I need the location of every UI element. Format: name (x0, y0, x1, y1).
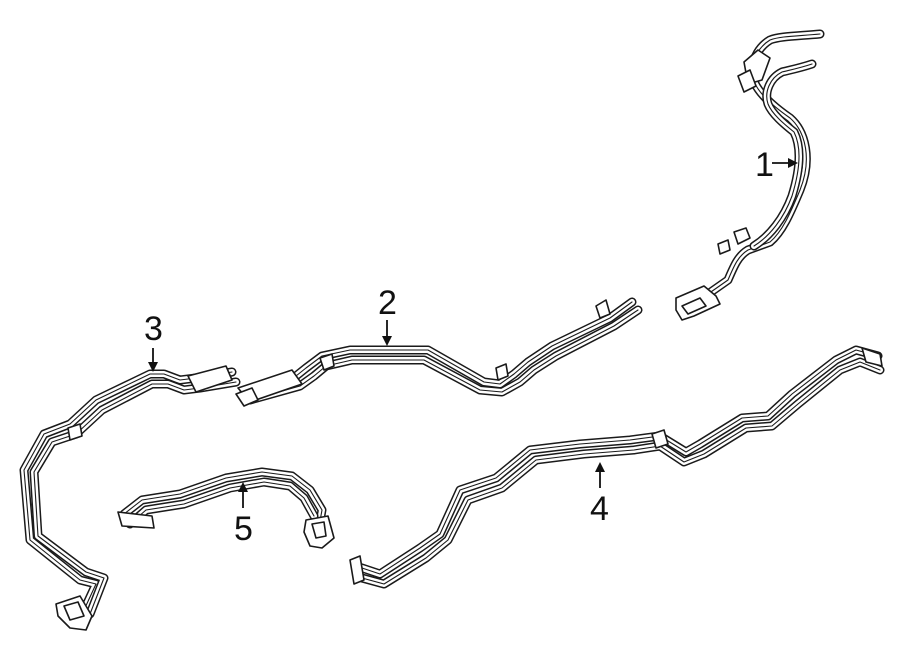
callout-4: 4 (590, 462, 609, 528)
callout-2: 2 (378, 284, 397, 346)
callout-label-5: 5 (234, 510, 253, 548)
callout-1: 1 (755, 146, 798, 184)
callout-label-2: 2 (378, 284, 397, 322)
part-2-tube (235, 297, 643, 407)
callout-1-arrowhead (788, 158, 798, 168)
callout-3-arrowhead (148, 362, 158, 372)
callout-5: 5 (234, 482, 253, 548)
callout-label-4: 4 (590, 490, 609, 528)
callout-3: 3 (144, 310, 163, 372)
part-4-tube (349, 345, 885, 589)
callout-5-arrowhead (238, 482, 248, 492)
part-1-hose (675, 29, 825, 321)
callout-2-arrowhead (382, 336, 392, 346)
part-5-tube (117, 467, 335, 549)
part-3-tube (19, 365, 241, 631)
callout-label-1: 1 (755, 146, 774, 184)
callout-4-arrowhead (595, 462, 605, 472)
callout-label-3: 3 (144, 310, 163, 348)
